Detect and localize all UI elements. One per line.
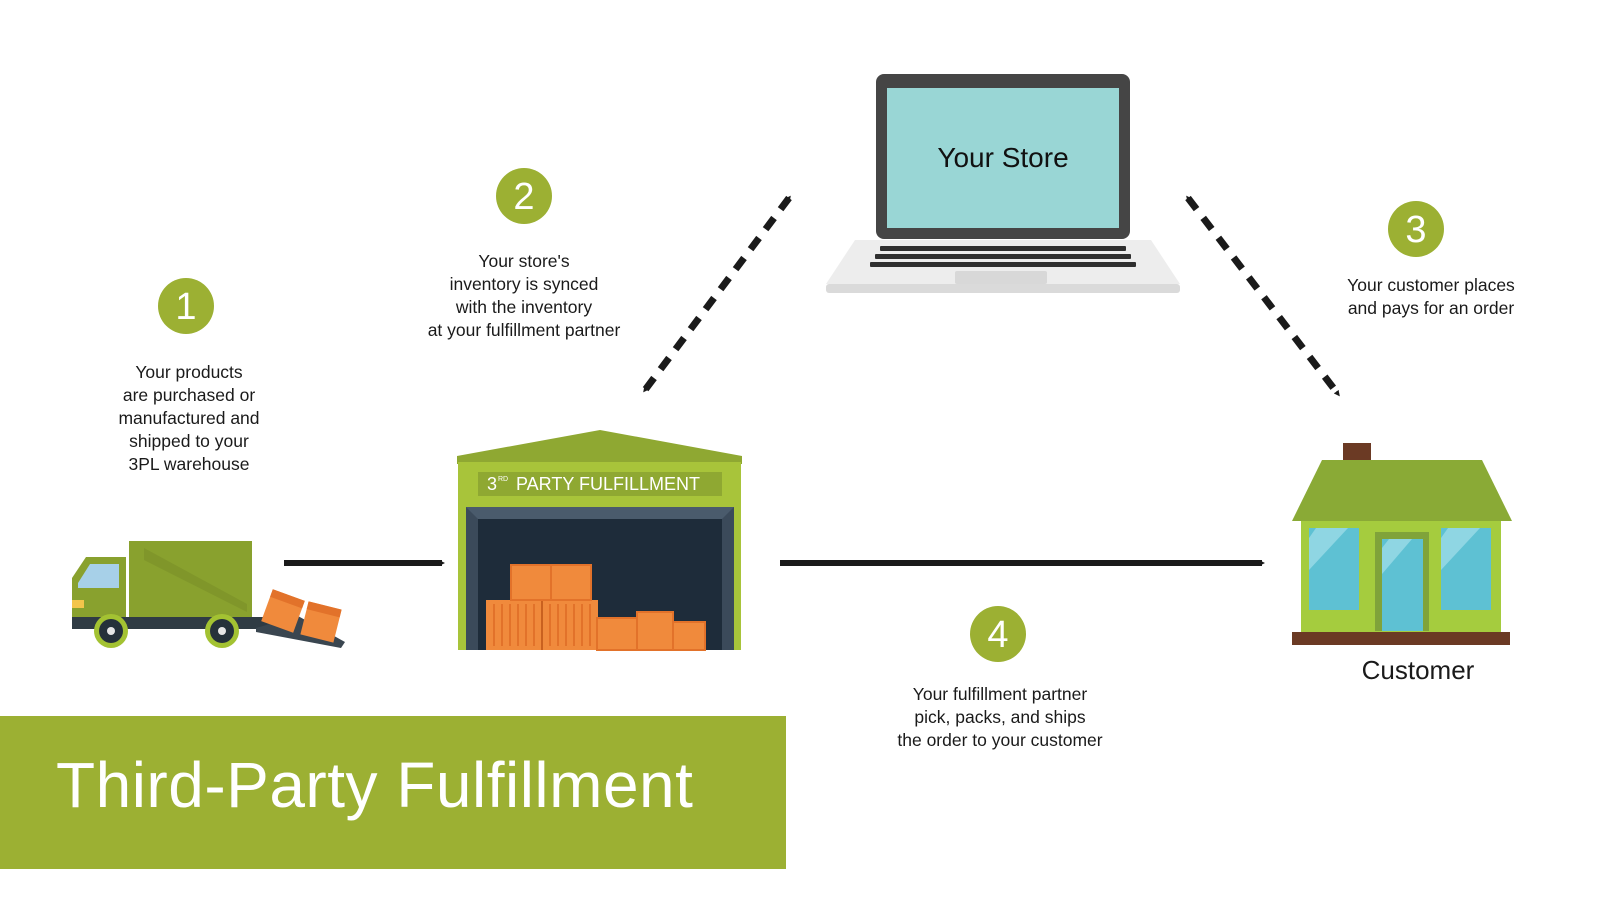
- customer-label: Customer: [1361, 655, 1475, 685]
- store-label: Your Store: [937, 142, 1068, 173]
- page-title: Third-Party Fulfillment: [56, 749, 694, 821]
- step-badge-3: 3: [1388, 201, 1444, 257]
- title-banner: Third-Party Fulfillment: [0, 716, 786, 869]
- arrow-store-customer-order: [1185, 195, 1341, 397]
- warehouse-sign-superscript: RD: [498, 476, 508, 483]
- house-icon: [1292, 443, 1512, 645]
- warehouse-sign-ordinal: 3: [487, 474, 497, 494]
- warehouse-sign-text: PARTY FULFILLMENT: [516, 474, 700, 494]
- step-description-4: Your fulfillment partner pick, packs, an…: [897, 684, 1103, 750]
- arrow-store-warehouse-sync: [642, 195, 792, 393]
- stacked-boxes-icon: [486, 564, 706, 651]
- step-badge-2: 2: [496, 168, 552, 224]
- step-description-2: Your store's inventory is synced with th…: [427, 251, 621, 340]
- laptop-icon: Your Store: [826, 74, 1180, 293]
- step-number-4: 4: [987, 614, 1008, 656]
- step-description-1: Your products are purchased or manufactu…: [118, 362, 260, 474]
- step-number-3: 3: [1405, 209, 1426, 251]
- step-badge-1: 1: [158, 278, 214, 334]
- step-badge-4: 4: [970, 606, 1026, 662]
- falling-boxes-icon: [261, 589, 342, 643]
- step-description-3: Your customer places and pays for an ord…: [1347, 275, 1515, 318]
- step-number-2: 2: [513, 176, 534, 218]
- step-number-1: 1: [175, 286, 196, 328]
- truck-icon: [72, 541, 345, 648]
